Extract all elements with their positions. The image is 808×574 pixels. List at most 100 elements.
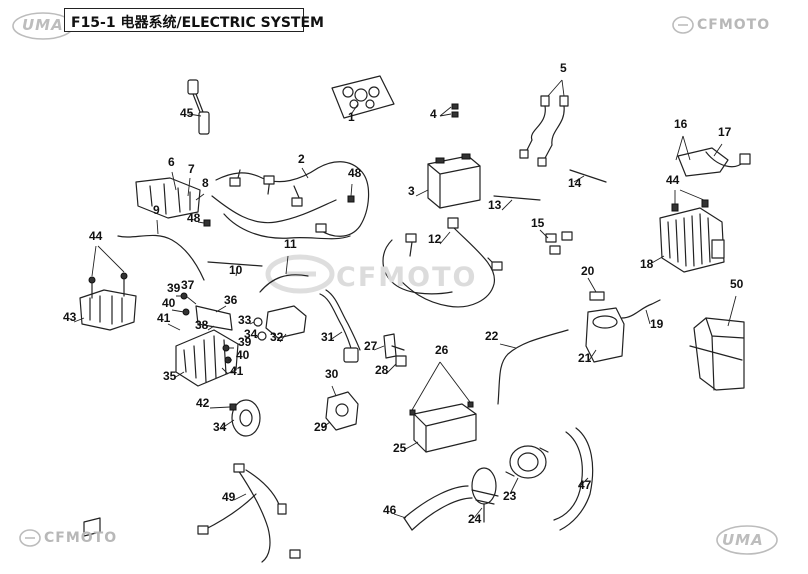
callout-16: 16 <box>674 117 688 131</box>
callout-13: 13 <box>488 198 502 212</box>
callout-20: 20 <box>581 264 595 278</box>
part-20-21-starter-relay <box>585 277 625 363</box>
callout-32: 32 <box>270 330 284 344</box>
callout-23: 23 <box>503 489 517 503</box>
callout-45: 45 <box>180 106 194 120</box>
uma-logo-text-bottom-right: UMA <box>722 531 764 549</box>
part-19-sensor <box>621 299 661 325</box>
callout-33: 33 <box>238 313 252 327</box>
uma-logo-bottom-right <box>716 525 778 555</box>
part-5-sensors <box>519 79 569 167</box>
callout-50: 50 <box>730 277 744 291</box>
part-9-cable <box>117 219 205 281</box>
part-46-hose <box>393 485 473 531</box>
cfmoto-logo-text-top-right: CFMOTO <box>697 17 771 33</box>
part-29-30-sensor <box>321 385 359 431</box>
callout-17: 17 <box>718 125 732 139</box>
callout-11: 11 <box>284 237 297 251</box>
part-45-sensor <box>187 79 210 135</box>
callout-44: 44 <box>666 173 680 187</box>
cfmoto-logo-text-bottom-left: CFMOTO <box>44 530 118 546</box>
part-50-bracket <box>689 295 745 391</box>
callout-2: 2 <box>298 152 305 166</box>
part-14-rod <box>569 169 607 183</box>
callout-1: 1 <box>348 110 355 124</box>
callout-14: 14 <box>568 176 582 190</box>
title-code: F15-1 <box>71 15 116 31</box>
part-25-26-ecu <box>403 361 477 453</box>
callout-9: 9 <box>153 203 160 217</box>
callout-49: 49 <box>222 490 236 504</box>
callout-12: 12 <box>428 232 442 246</box>
title-en: /ELECTRIC SYSTEM <box>176 15 324 31</box>
callout-40: 40 <box>162 296 176 310</box>
callout-7: 7 <box>188 162 195 176</box>
part-15-connectors <box>539 229 573 255</box>
callout-43: 43 <box>63 310 77 324</box>
callout-35: 35 <box>163 369 177 383</box>
part-13-rod <box>493 195 541 211</box>
callout-15: 15 <box>531 216 545 230</box>
callout-27: 27 <box>364 339 378 353</box>
callout-8: 8 <box>202 176 209 190</box>
callout-39: 39 <box>238 335 252 349</box>
callout-18: 18 <box>640 257 654 271</box>
part-16-17-bracket <box>675 135 751 177</box>
callout-38: 38 <box>195 318 209 332</box>
title-cn: 电器系统 <box>120 15 177 31</box>
callout-3: 3 <box>408 184 415 198</box>
part-23-clamp <box>505 445 549 495</box>
callout-22: 22 <box>485 329 499 343</box>
callout-36: 36 <box>224 293 238 307</box>
callout-24: 24 <box>468 512 482 526</box>
part-49-wire-harness <box>197 463 301 563</box>
part-48-screw <box>197 183 355 227</box>
callout-46: 46 <box>383 503 397 517</box>
diagram-title-box: F15-1 电器系统/ELECTRIC SYSTEM <box>64 8 324 32</box>
diagram-title: F15-1 电器系统/ELECTRIC SYSTEM <box>71 12 324 32</box>
watermark-emblem <box>265 254 335 294</box>
callout-40: 40 <box>236 348 250 362</box>
part-6-8-handlebar-switch <box>135 171 205 219</box>
part-22-cable <box>497 329 569 405</box>
part-35-fuse-box <box>167 292 239 387</box>
callout-34: 34 <box>213 420 227 434</box>
part-24-fuel-pump <box>471 467 499 523</box>
part-34-horn <box>209 399 261 437</box>
callout-42: 42 <box>196 396 210 410</box>
callout-21: 21 <box>578 351 592 365</box>
watermark-text: CFMOTO <box>336 262 478 293</box>
callout-44: 44 <box>89 229 103 243</box>
callout-25: 25 <box>393 441 407 455</box>
cfmoto-logo-top-right <box>672 16 694 34</box>
callout-6: 6 <box>168 155 175 169</box>
part-27-28-clips <box>373 333 407 375</box>
small-mark-bottom-left <box>83 517 101 537</box>
part-32-33-ignition-coil <box>249 305 307 343</box>
part-18-voltage-regulator <box>649 189 725 273</box>
callout-47: 47 <box>578 478 592 492</box>
callout-30: 30 <box>325 367 339 381</box>
callout-48: 48 <box>348 166 362 180</box>
cfmoto-logo-bottom-left <box>19 529 41 547</box>
part-4-bolts <box>439 103 459 118</box>
part-47-hose <box>553 427 594 531</box>
callout-48: 48 <box>187 211 201 225</box>
callout-10: 10 <box>229 263 243 277</box>
callout-37: 37 <box>181 278 195 292</box>
part-1-ignition-switch-set <box>331 75 395 119</box>
callout-26: 26 <box>435 343 449 357</box>
callout-41: 41 <box>157 311 171 325</box>
part-12-wire-harness <box>382 217 503 308</box>
callout-19: 19 <box>650 317 664 331</box>
uma-logo-text-top-left: UMA <box>22 16 64 34</box>
callout-31: 31 <box>321 330 335 344</box>
part-2-main-wire-harness <box>211 161 370 240</box>
callout-34: 34 <box>244 327 258 341</box>
part-10-11-rods <box>207 255 309 293</box>
callout-29: 29 <box>314 420 328 434</box>
callout-4: 4 <box>430 107 437 121</box>
callout-41: 41 <box>230 364 244 378</box>
callout-28: 28 <box>375 363 389 377</box>
